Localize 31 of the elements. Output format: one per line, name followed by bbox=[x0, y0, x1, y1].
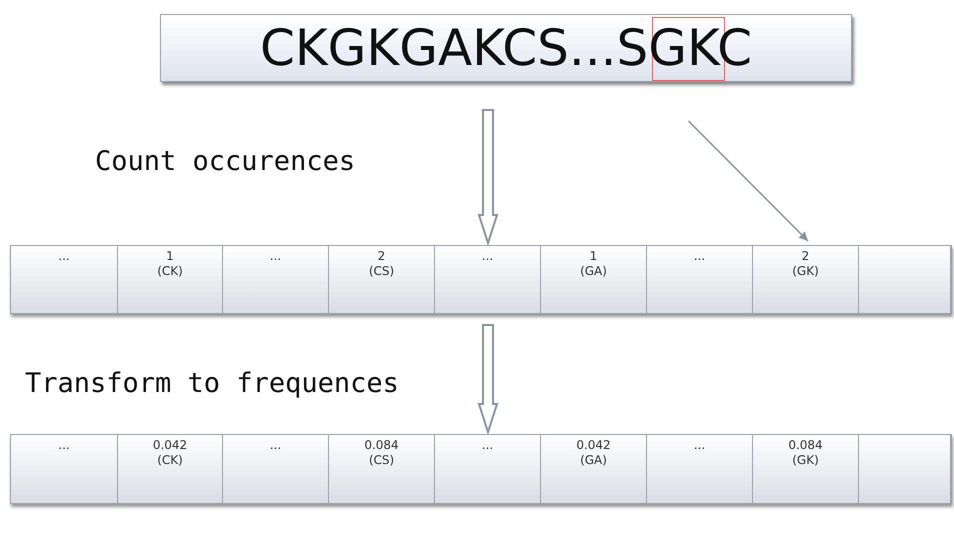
cell-value: 0.042 bbox=[152, 438, 188, 453]
cell-pair: (CS) bbox=[368, 453, 394, 468]
cell-value: 0.084 bbox=[364, 438, 399, 453]
cell-value: 1 bbox=[590, 249, 598, 264]
cell-pair: (GA) bbox=[580, 453, 607, 468]
cell-value: ... bbox=[58, 249, 70, 264]
step-label: Count occurences bbox=[95, 146, 356, 177]
cell-pair: (CS) bbox=[368, 264, 394, 279]
cell-value: 2 bbox=[802, 249, 810, 264]
cell-value: 0.042 bbox=[576, 438, 611, 453]
cell-value: ... bbox=[270, 249, 282, 264]
array-bar bbox=[10, 245, 952, 314]
arrow bbox=[688, 120, 809, 242]
hollow-arrow bbox=[478, 109, 498, 246]
hollow-arrow bbox=[478, 324, 498, 436]
cell-pair: (GK) bbox=[792, 264, 819, 279]
cell-value: 0.084 bbox=[788, 438, 823, 453]
array-bar bbox=[10, 434, 952, 504]
cell-pair: (GA) bbox=[580, 264, 607, 279]
cell-value: ... bbox=[482, 249, 494, 264]
cell-pair: (GK) bbox=[792, 453, 819, 468]
cell-value: ... bbox=[694, 438, 706, 453]
cell-pair: (CK) bbox=[157, 264, 183, 279]
step-label: Transform to frequences bbox=[25, 368, 399, 399]
cell-value: 1 bbox=[166, 249, 174, 264]
cell-value: ... bbox=[694, 249, 706, 264]
cell-value: ... bbox=[482, 438, 494, 453]
cell-pair: (CK) bbox=[157, 453, 183, 468]
cell-value: 2 bbox=[378, 249, 386, 264]
cell-value: ... bbox=[58, 438, 70, 453]
cell-value: ... bbox=[270, 438, 282, 453]
